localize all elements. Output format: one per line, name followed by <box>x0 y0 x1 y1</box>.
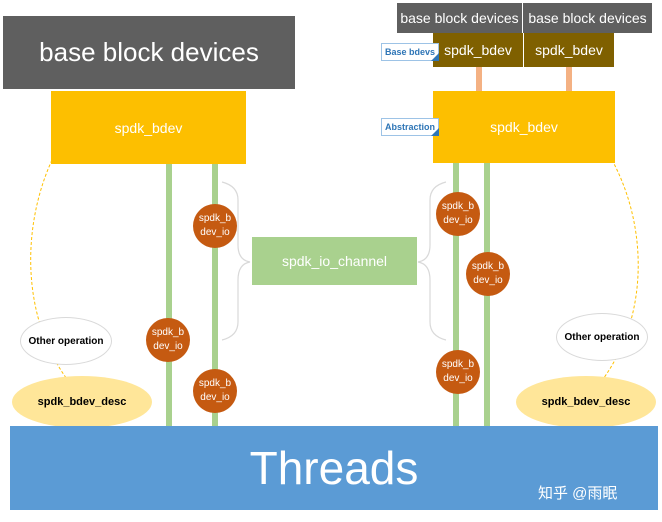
left-other-operation: Other operation <box>20 317 112 365</box>
right-channel-bar-1 <box>453 163 459 426</box>
threads-label: Threads <box>249 442 419 494</box>
left-bdev-label: spdk_bdev <box>114 119 183 136</box>
right-bdev-io-lower: spdk_bdev_io <box>436 350 480 394</box>
right-bdev-io-upper: spdk_bdev_io <box>436 192 480 236</box>
tag-abstraction-corner <box>431 128 439 136</box>
left-channel-bar-2 <box>212 164 218 426</box>
left-spdk-bdev: spdk_bdev <box>51 91 246 164</box>
right-brace <box>417 181 447 341</box>
left-brace <box>221 181 251 341</box>
right-base-bdev-2: spdk_bdev <box>524 33 614 67</box>
tag-base-bdevs: Base bdevs <box>381 43 439 61</box>
right-link-2 <box>566 67 572 91</box>
threads-bar: Threads <box>10 426 658 510</box>
left-channel-bar-1 <box>166 164 172 426</box>
left-bdev-io-upper: spdk_bdev_io <box>193 204 237 248</box>
right-bdev-io-mid: spdk_bdev_io <box>466 252 510 296</box>
tag-base-bdevs-corner <box>431 53 439 61</box>
right-base-header-1: base block devices <box>397 3 523 33</box>
left-dashed-curve <box>30 159 81 396</box>
spdk-io-channel: spdk_io_channel <box>252 237 417 285</box>
right-base-bdev-1: spdk_bdev <box>433 33 524 67</box>
right-spdk-bdev: spdk_bdev <box>433 91 615 163</box>
left-bdev-io-mid: spdk_bdev_io <box>146 318 190 362</box>
right-dashed-curve <box>589 159 639 396</box>
left-bdev-desc: spdk_bdev_desc <box>12 376 152 428</box>
right-other-operation: Other operation <box>556 313 648 361</box>
right-link-1 <box>476 67 482 91</box>
watermark: 知乎 @雨眠 <box>538 485 618 502</box>
left-base-block-devices: base block devices <box>3 16 295 89</box>
left-bdev-io-lower: spdk_bdev_io <box>193 369 237 413</box>
right-base-header-2: base block devices <box>523 3 652 33</box>
left-base-title: base block devices <box>39 37 259 67</box>
right-bdev-desc: spdk_bdev_desc <box>516 376 656 428</box>
tag-abstraction: Abstraction <box>381 118 439 136</box>
